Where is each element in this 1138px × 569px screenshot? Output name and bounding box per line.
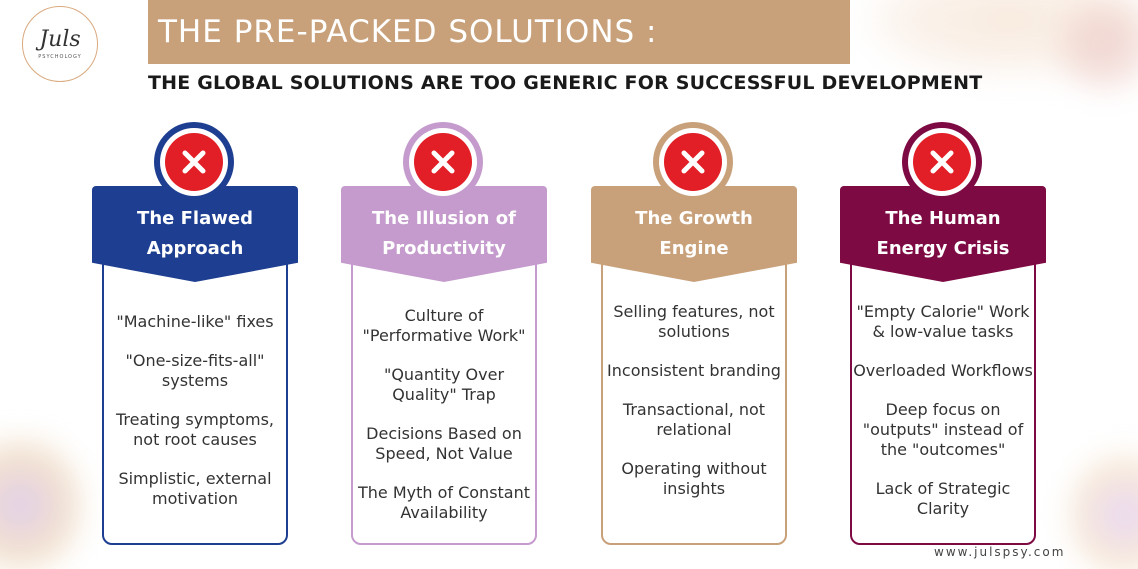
close-icon — [664, 133, 722, 191]
list-item: "One-size-fits-all" systems — [125, 351, 265, 390]
card-title: The Flawed Approach — [137, 208, 253, 259]
card-items: "Machine-like" fixes "One-size-fits-all"… — [102, 312, 288, 528]
card-header: The Illusion of Productivity — [341, 186, 547, 282]
list-item: Deep focus on "outputs" instead of the "… — [862, 400, 1024, 459]
card-items: "Empty Calorie" Work & low-value tasks O… — [850, 302, 1036, 538]
list-item: Simplistic, external motivation — [118, 469, 272, 508]
card-title: The Growth Engine — [635, 208, 753, 259]
close-icon — [414, 133, 472, 191]
watercolor-decoration — [0, 430, 80, 569]
list-item: Inconsistent branding — [607, 361, 781, 380]
icon-ring — [403, 122, 483, 202]
icon-ring — [653, 122, 733, 202]
card-illusion-of-productivity: The Illusion of Productivity Culture of … — [341, 120, 551, 550]
watercolor-decoration — [1050, 0, 1138, 90]
card-title: The Illusion of Productivity — [372, 208, 516, 259]
card-body — [850, 235, 1036, 545]
list-item: Treating symptoms, not root causes — [115, 410, 274, 449]
list-item: Decisions Based on Speed, Not Value — [366, 424, 522, 463]
close-icon — [913, 133, 971, 191]
logo-subtext: PSYCHOLOGY — [38, 53, 82, 60]
card-flawed-approach: The Flawed Approach "Machine-like" fixes… — [92, 120, 302, 550]
list-item: "Quantity Over Quality" Trap — [383, 365, 505, 404]
card-body — [102, 235, 288, 545]
page-subtitle: THE GLOBAL SOLUTIONS ARE TOO GENERIC FOR… — [148, 72, 983, 94]
brand-logo: Juls PSYCHOLOGY — [22, 6, 98, 82]
watercolor-decoration — [1070, 450, 1138, 569]
icon-ring — [902, 122, 982, 202]
list-item: Culture of "Performative Work" — [362, 306, 526, 345]
icon-ring — [154, 122, 234, 202]
card-items: Culture of "Performative Work" "Quantity… — [351, 306, 537, 542]
logo-script: Juls — [39, 26, 81, 52]
list-item: Lack of Strategic Clarity — [875, 479, 1011, 518]
page-title: THE PRE-PACKED SOLUTIONS : — [158, 14, 658, 50]
card-title: The Human Energy Crisis — [876, 208, 1010, 259]
card-human-energy-crisis: The Human Energy Crisis "Empty Calorie" … — [840, 120, 1050, 550]
card-body — [351, 235, 537, 545]
list-item: "Machine-like" fixes — [116, 312, 274, 331]
list-item: Overloaded Workflows — [853, 361, 1033, 380]
card-header: The Human Energy Crisis — [840, 186, 1046, 282]
list-item: "Empty Calorie" Work & low-value tasks — [856, 302, 1030, 341]
card-growth-engine: The Growth Engine Selling features, not … — [591, 120, 801, 550]
list-item: Selling features, not solutions — [613, 302, 775, 341]
card-header: The Flawed Approach — [92, 186, 298, 282]
list-item: Transactional, not relational — [622, 400, 766, 439]
title-banner: THE PRE-PACKED SOLUTIONS : — [148, 0, 850, 64]
card-header: The Growth Engine — [591, 186, 797, 282]
close-icon — [165, 133, 223, 191]
card-items: Selling features, not solutions Inconsis… — [601, 302, 787, 518]
list-item: The Myth of Constant Availability — [357, 483, 531, 522]
list-item: Operating without insights — [621, 459, 767, 498]
website-url: www.julspsy.com — [934, 545, 1066, 559]
